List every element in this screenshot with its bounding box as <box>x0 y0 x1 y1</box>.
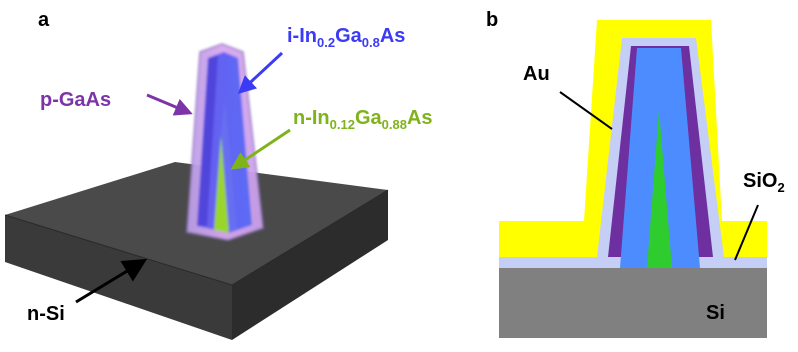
label-n-ingaas: n-In0.12Ga0.88As <box>293 107 433 132</box>
arrow-n-si <box>75 258 148 304</box>
arrow-n-ingaas <box>230 128 291 170</box>
label-p-gaas: p-GaAs <box>40 89 111 111</box>
panel-a: a p-GaAs i-In0.2Ga0.8As n-In <box>4 9 433 340</box>
pointer-sio2 <box>734 204 759 261</box>
nanowire <box>186 43 264 241</box>
label-au: Au <box>523 63 550 85</box>
arrow-i-ingaas <box>237 51 284 95</box>
panel-a-letter: a <box>38 9 50 31</box>
label-i-ingaas: i-In0.2Ga0.8As <box>287 25 405 50</box>
label-si: Si <box>706 302 725 324</box>
pointer-au <box>559 91 613 130</box>
n-ingaas-core-b <box>647 110 672 268</box>
label-sio2: SiO2 <box>743 170 785 195</box>
label-n-si: n-Si <box>27 303 65 325</box>
arrow-p-gaas <box>146 93 193 116</box>
n-ingaas-core <box>214 135 229 233</box>
panel-b-letter: b <box>486 9 498 31</box>
panel-b: b Au SiO2 Si <box>486 9 785 338</box>
si-substrate <box>499 268 767 338</box>
